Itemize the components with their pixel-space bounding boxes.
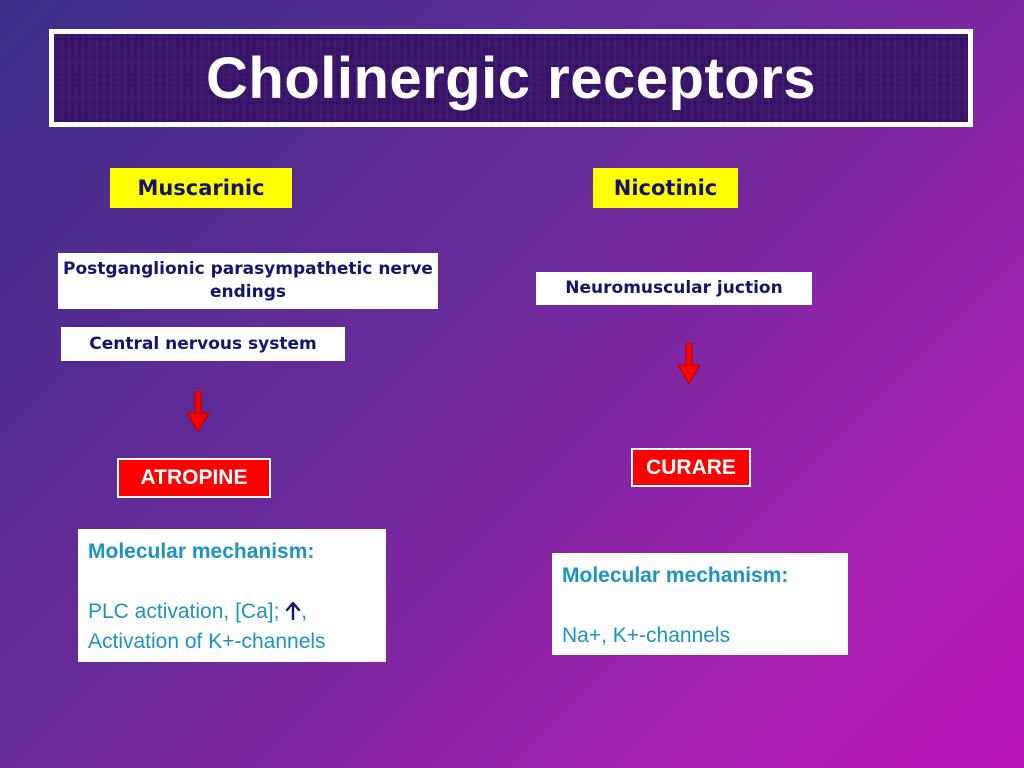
muscarinic-mechanism-box: Molecular mechanism: PLC activation, [Ca… (78, 529, 386, 662)
cns-label: Central nervous system (89, 333, 317, 354)
mechanism-line: Activation of K+-channels (88, 629, 326, 653)
postganglionic-box: Postganglionic parasympathetic nerve end… (58, 253, 438, 309)
spacer (562, 591, 838, 621)
cns-box: Central nervous system (61, 327, 345, 361)
nicotinic-label: Nicotinic (613, 176, 718, 200)
atropine-box: ATROPINE (117, 458, 271, 498)
mechanism-line-suffix: , (301, 599, 308, 623)
neuromuscular-box: Neuromuscular juction (536, 272, 812, 305)
mechanism-heading: Molecular mechanism: (88, 540, 315, 563)
down-arrow-icon (678, 343, 700, 385)
muscarinic-header: Muscarinic (110, 168, 292, 208)
slide-title: Cholinergic receptors (206, 45, 816, 111)
title-frame: Cholinergic receptors (49, 29, 973, 127)
atropine-label: ATROPINE (140, 466, 248, 489)
up-arrow-icon (286, 601, 301, 621)
mechanism-line-text: PLC activation, [Ca]; (88, 599, 286, 623)
nicotinic-mechanism-box: Molecular mechanism: Na+, K+-channels (552, 553, 848, 655)
spacer (88, 567, 376, 597)
curare-box: CURARE (631, 448, 751, 487)
nicotinic-header: Nicotinic (593, 168, 738, 208)
postganglionic-label: Postganglionic parasympathetic nerve end… (63, 259, 433, 302)
mechanism-heading: Molecular mechanism: (562, 564, 789, 587)
down-arrow-icon (187, 391, 209, 433)
mechanism-line: PLC activation, [Ca]; , (88, 597, 376, 627)
muscarinic-label: Muscarinic (137, 176, 265, 200)
neuromuscular-label: Neuromuscular juction (565, 278, 783, 299)
mechanism-line: Na+, K+-channels (562, 623, 731, 647)
curare-label: CURARE (646, 455, 736, 479)
